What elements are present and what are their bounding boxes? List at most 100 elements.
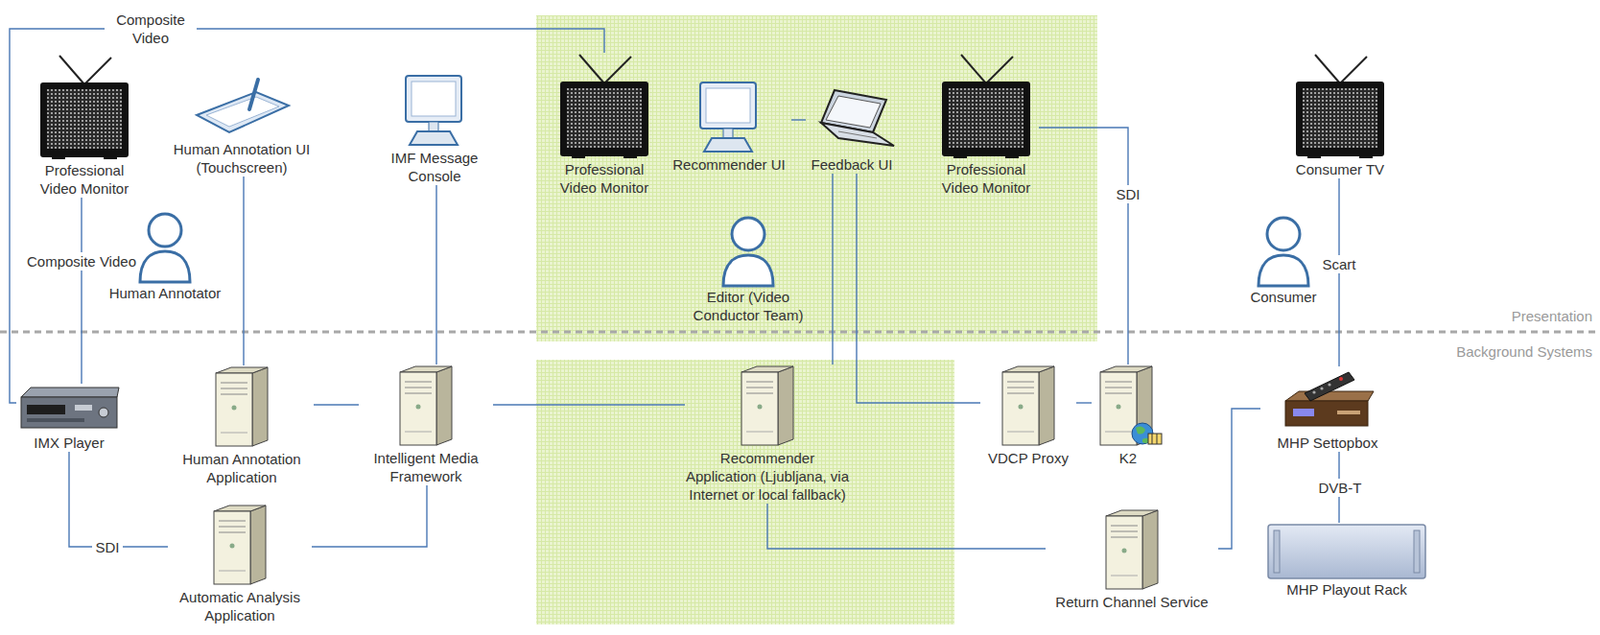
device-icon [733,364,801,449]
device-icon [208,365,276,450]
highlight-region [536,359,955,625]
node-label: K2 [1091,448,1165,468]
device-icon [1098,508,1166,593]
connector-line [1038,127,1129,365]
layer-label: Background Systems [1456,343,1593,360]
connector-line [80,197,82,384]
icon-art [392,364,460,449]
icon-art [1266,522,1428,581]
node-label: Human Annotation UI (Touchscreen) [160,140,324,177]
node-label: Editor (Video Conductor Team) [676,287,821,325]
video-monitor: Professional Video Monitor [551,52,658,197]
server-node: Intelligent Media Framework [358,364,494,486]
video-monitor: Professional Video Monitor [31,53,138,198]
icon-art [1098,508,1166,593]
server-node: Automatic Analysis Application [167,503,312,625]
device-icon [1092,364,1164,449]
playout-rack: MHP Playout Rack [1260,522,1434,599]
device-icon [134,209,196,284]
node-label: Human Annotator [97,283,233,303]
server-node: Recommender Application (Ljubljana, via … [684,364,850,504]
touchscreen-ui: Human Annotation UI (Touchscreen) [160,76,324,177]
server-node: VDCP Proxy [980,364,1077,468]
icon-art [694,78,764,156]
signal-label: Scart [1318,255,1359,274]
node-label: IMF Message Console [372,148,497,186]
signal-label: Composite Video [23,252,140,271]
node-label: Consumer TV [1287,160,1393,179]
connector-line [1076,401,1092,403]
settop-box: MHP Settopbox [1260,366,1395,452]
server-node: Return Channel Service [1045,508,1219,612]
server-node: K2 [1091,364,1165,468]
person-figure: Consumer [1235,212,1332,306]
signal-label: SDI [1112,185,1143,204]
device-icon [206,503,274,589]
node-label: Human Annotation Application [169,449,314,487]
consumer-tv: Consumer TV [1287,52,1393,179]
message-console: IMF Message Console [372,71,497,186]
connector-line [831,173,833,365]
node-label: MHP Playout Rack [1260,580,1434,599]
node-label: Intelligent Media Framework [358,448,494,486]
icon-art [17,383,121,434]
icon-art [134,209,196,284]
connector-line [9,28,605,403]
icon-art [1294,52,1387,161]
node-label: Return Channel Service [1045,592,1219,612]
connector-line [856,173,981,403]
device-icon [17,383,121,434]
highlight-region [536,15,1098,342]
icon-art [805,88,898,156]
device-icon [717,212,779,288]
icon-art [558,52,651,161]
device-icon [1294,52,1387,161]
server-node: Human Annotation Application [169,365,314,487]
imx-player: IMX Player [16,383,122,452]
connector-line [242,176,244,366]
icon-art [38,53,131,162]
device-icon [940,52,1033,161]
icon-art [1279,366,1376,434]
device-icon [1252,212,1315,288]
device-icon [694,78,764,156]
layer-divider [0,330,1600,334]
layer-label: Presentation [1511,307,1593,325]
person-figure: Editor (Video Conductor Team) [676,212,821,325]
device-icon [190,76,293,141]
connector-line [435,185,437,365]
device-icon [38,53,131,162]
device-icon [392,364,460,449]
device-icon [805,88,898,156]
node-label: Professional Video Monitor [31,161,138,198]
signal-label: DVB-T [1316,478,1365,497]
device-icon [400,71,470,149]
connector-line [1218,408,1261,549]
icon-art [208,365,276,450]
connector-line [311,485,427,547]
signal-label: SDI [92,538,122,557]
device-icon [994,364,1062,449]
signal-label: Composite Video [104,10,197,48]
recommender-ui: Recommender UI [666,78,792,174]
node-label: Feedback UI [805,155,898,174]
node-label: Professional Video Monitor [551,160,658,197]
device-icon [1279,366,1376,434]
icon-art [717,212,779,288]
node-label: MHP Settopbox [1260,433,1395,452]
connector-line [791,118,806,120]
connector-line [767,503,1046,549]
icon-art [1252,212,1315,288]
connector-line [69,451,168,547]
icon-art [1092,364,1164,449]
icon-art [940,52,1033,161]
icon-art [400,71,470,149]
connector-line [493,403,685,405]
icon-art [733,364,801,449]
device-icon [1266,522,1428,581]
video-monitor: Professional Video Monitor [933,52,1039,197]
icon-art [994,364,1062,449]
node-label: IMX Player [16,433,122,452]
icon-art [190,76,293,141]
